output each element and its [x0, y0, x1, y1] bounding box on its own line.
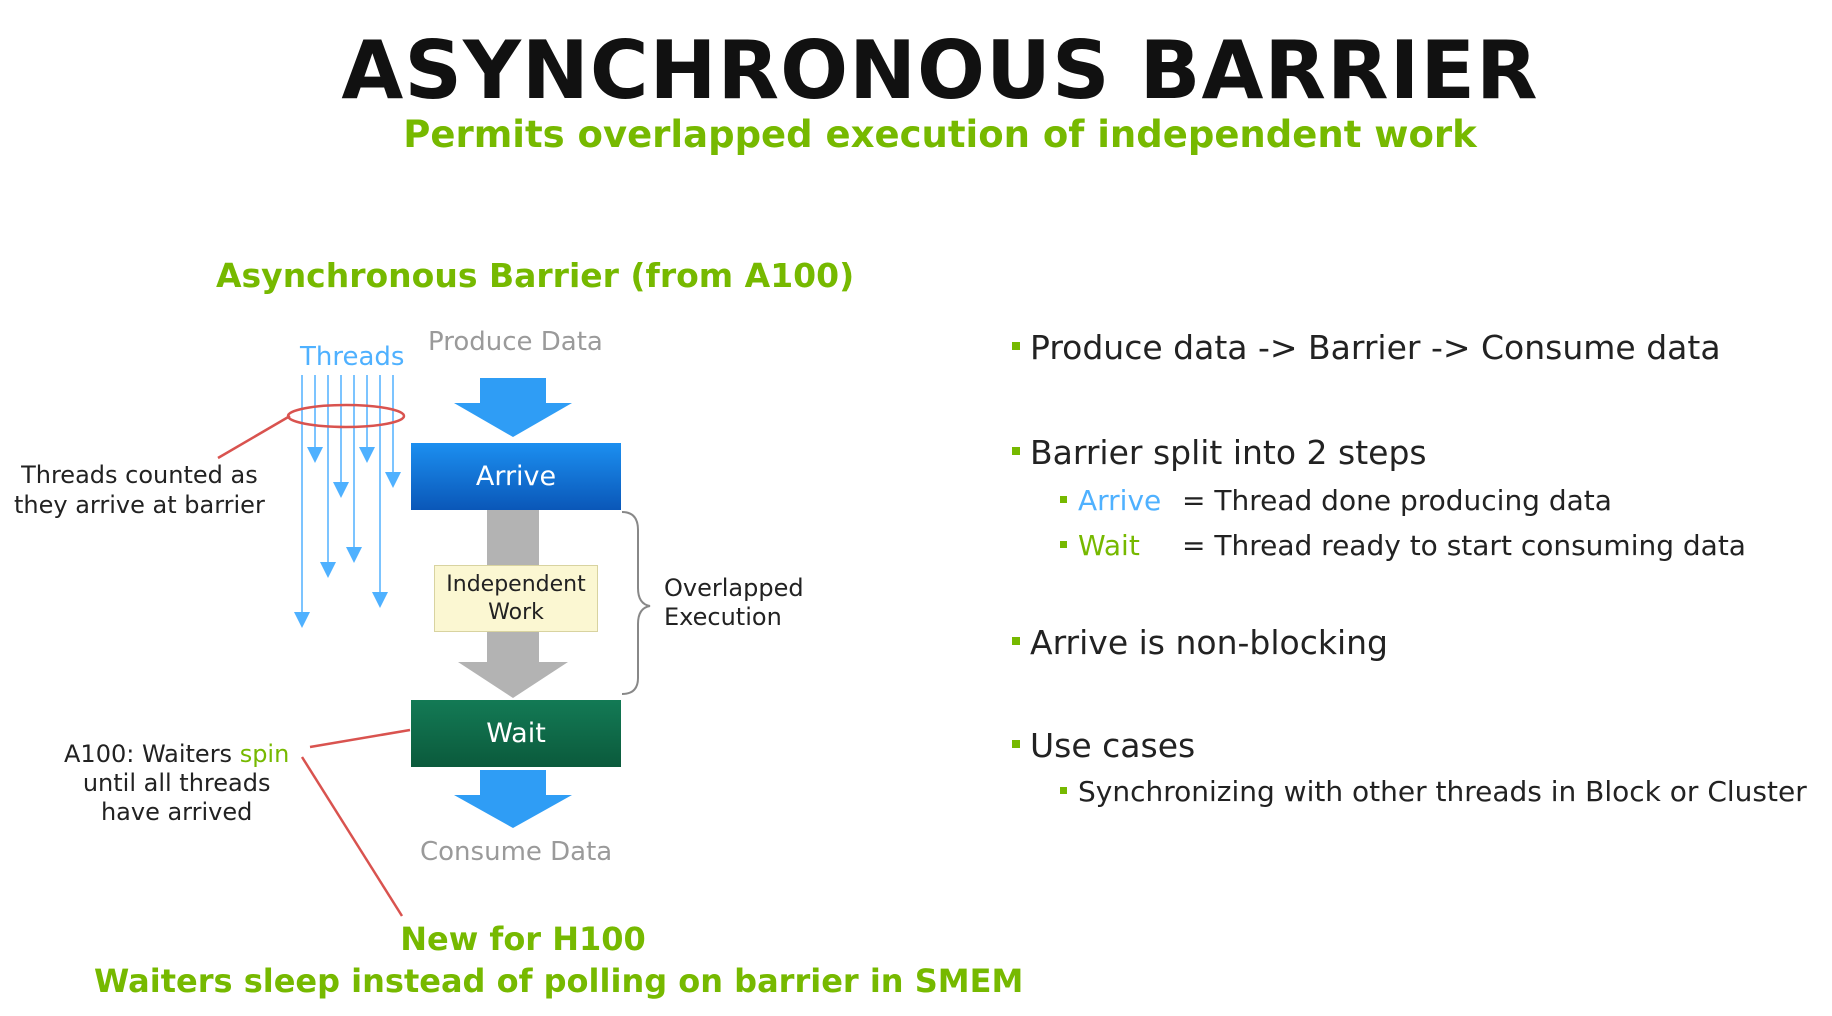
wait-label: Wait [486, 718, 546, 749]
independent-work-box: Independent Work [434, 565, 598, 632]
bullet-use-cases: Use cases [1011, 726, 1196, 765]
wait-box: Wait [411, 700, 621, 767]
independent-work-line: Independent [446, 571, 586, 597]
h100-note-title: New for H100 [400, 920, 646, 958]
consume-arrow [454, 770, 572, 828]
thread-count-ellipse [286, 403, 406, 429]
consume-data-label: Consume Data [420, 837, 613, 867]
arrive-term: Arrive [1078, 484, 1162, 517]
bullet-nonblocking: Arrive is non-blocking [1012, 623, 1388, 662]
threads-label: Threads [300, 342, 405, 372]
slide-title: ASYNCHRONOUS BARRIER [341, 24, 1539, 117]
sub-bullet-wait: Wait = Thread ready to start consuming da… [1060, 529, 1746, 562]
bullet-split: Barrier split into 2 steps [1012, 433, 1427, 472]
sub-bullet-arrive: Arrive = Thread done producing data [1060, 484, 1612, 517]
overlapped-brace [621, 511, 651, 695]
arrive-label: Arrive [475, 461, 557, 492]
spin-note: A100: Waiters spin until all threads hav… [64, 740, 289, 827]
h100-note-text: Waiters sleep instead of polling on barr… [94, 962, 1024, 1000]
spin-pointer [309, 728, 411, 749]
note-line: until all threads [82, 769, 271, 797]
overlapped-execution-label: Overlapped Execution [664, 574, 804, 632]
arrive-box: Arrive [411, 443, 621, 510]
wait-term: Wait [1078, 529, 1140, 562]
arrive-definition: = Thread done producing data [1182, 484, 1612, 517]
note-line: have arrived [100, 798, 253, 826]
counted-pointer [217, 414, 291, 460]
spin-highlight: spin [239, 740, 290, 768]
note-line: A100: Waiters spin [64, 740, 289, 769]
wait-definition: = Thread ready to start consuming data [1182, 529, 1746, 562]
produce-arrow [454, 378, 572, 437]
independent-work-line: Work [488, 599, 544, 625]
h100-pointer [300, 756, 404, 917]
note-line: Execution [664, 603, 782, 631]
produce-data-label: Produce Data [428, 327, 603, 357]
threads-counted-note: Threads counted as they arrive at barrie… [14, 460, 265, 520]
spin-prefix: A100: Waiters [64, 740, 240, 768]
note-line: Threads counted as [21, 461, 258, 489]
diagram-heading: Asynchronous Barrier (from A100) [216, 256, 855, 295]
note-line: they arrive at barrier [14, 491, 265, 519]
slide-subtitle: Permits overlapped execution of independ… [403, 113, 1477, 156]
sub-bullet-sync: Synchronizing with other threads in Bloc… [1060, 775, 1807, 808]
bullet-produce-flow: Produce data -> Barrier -> Consume data [1012, 328, 1721, 367]
note-line: Overlapped [664, 574, 804, 602]
thread-lines [294, 375, 401, 628]
